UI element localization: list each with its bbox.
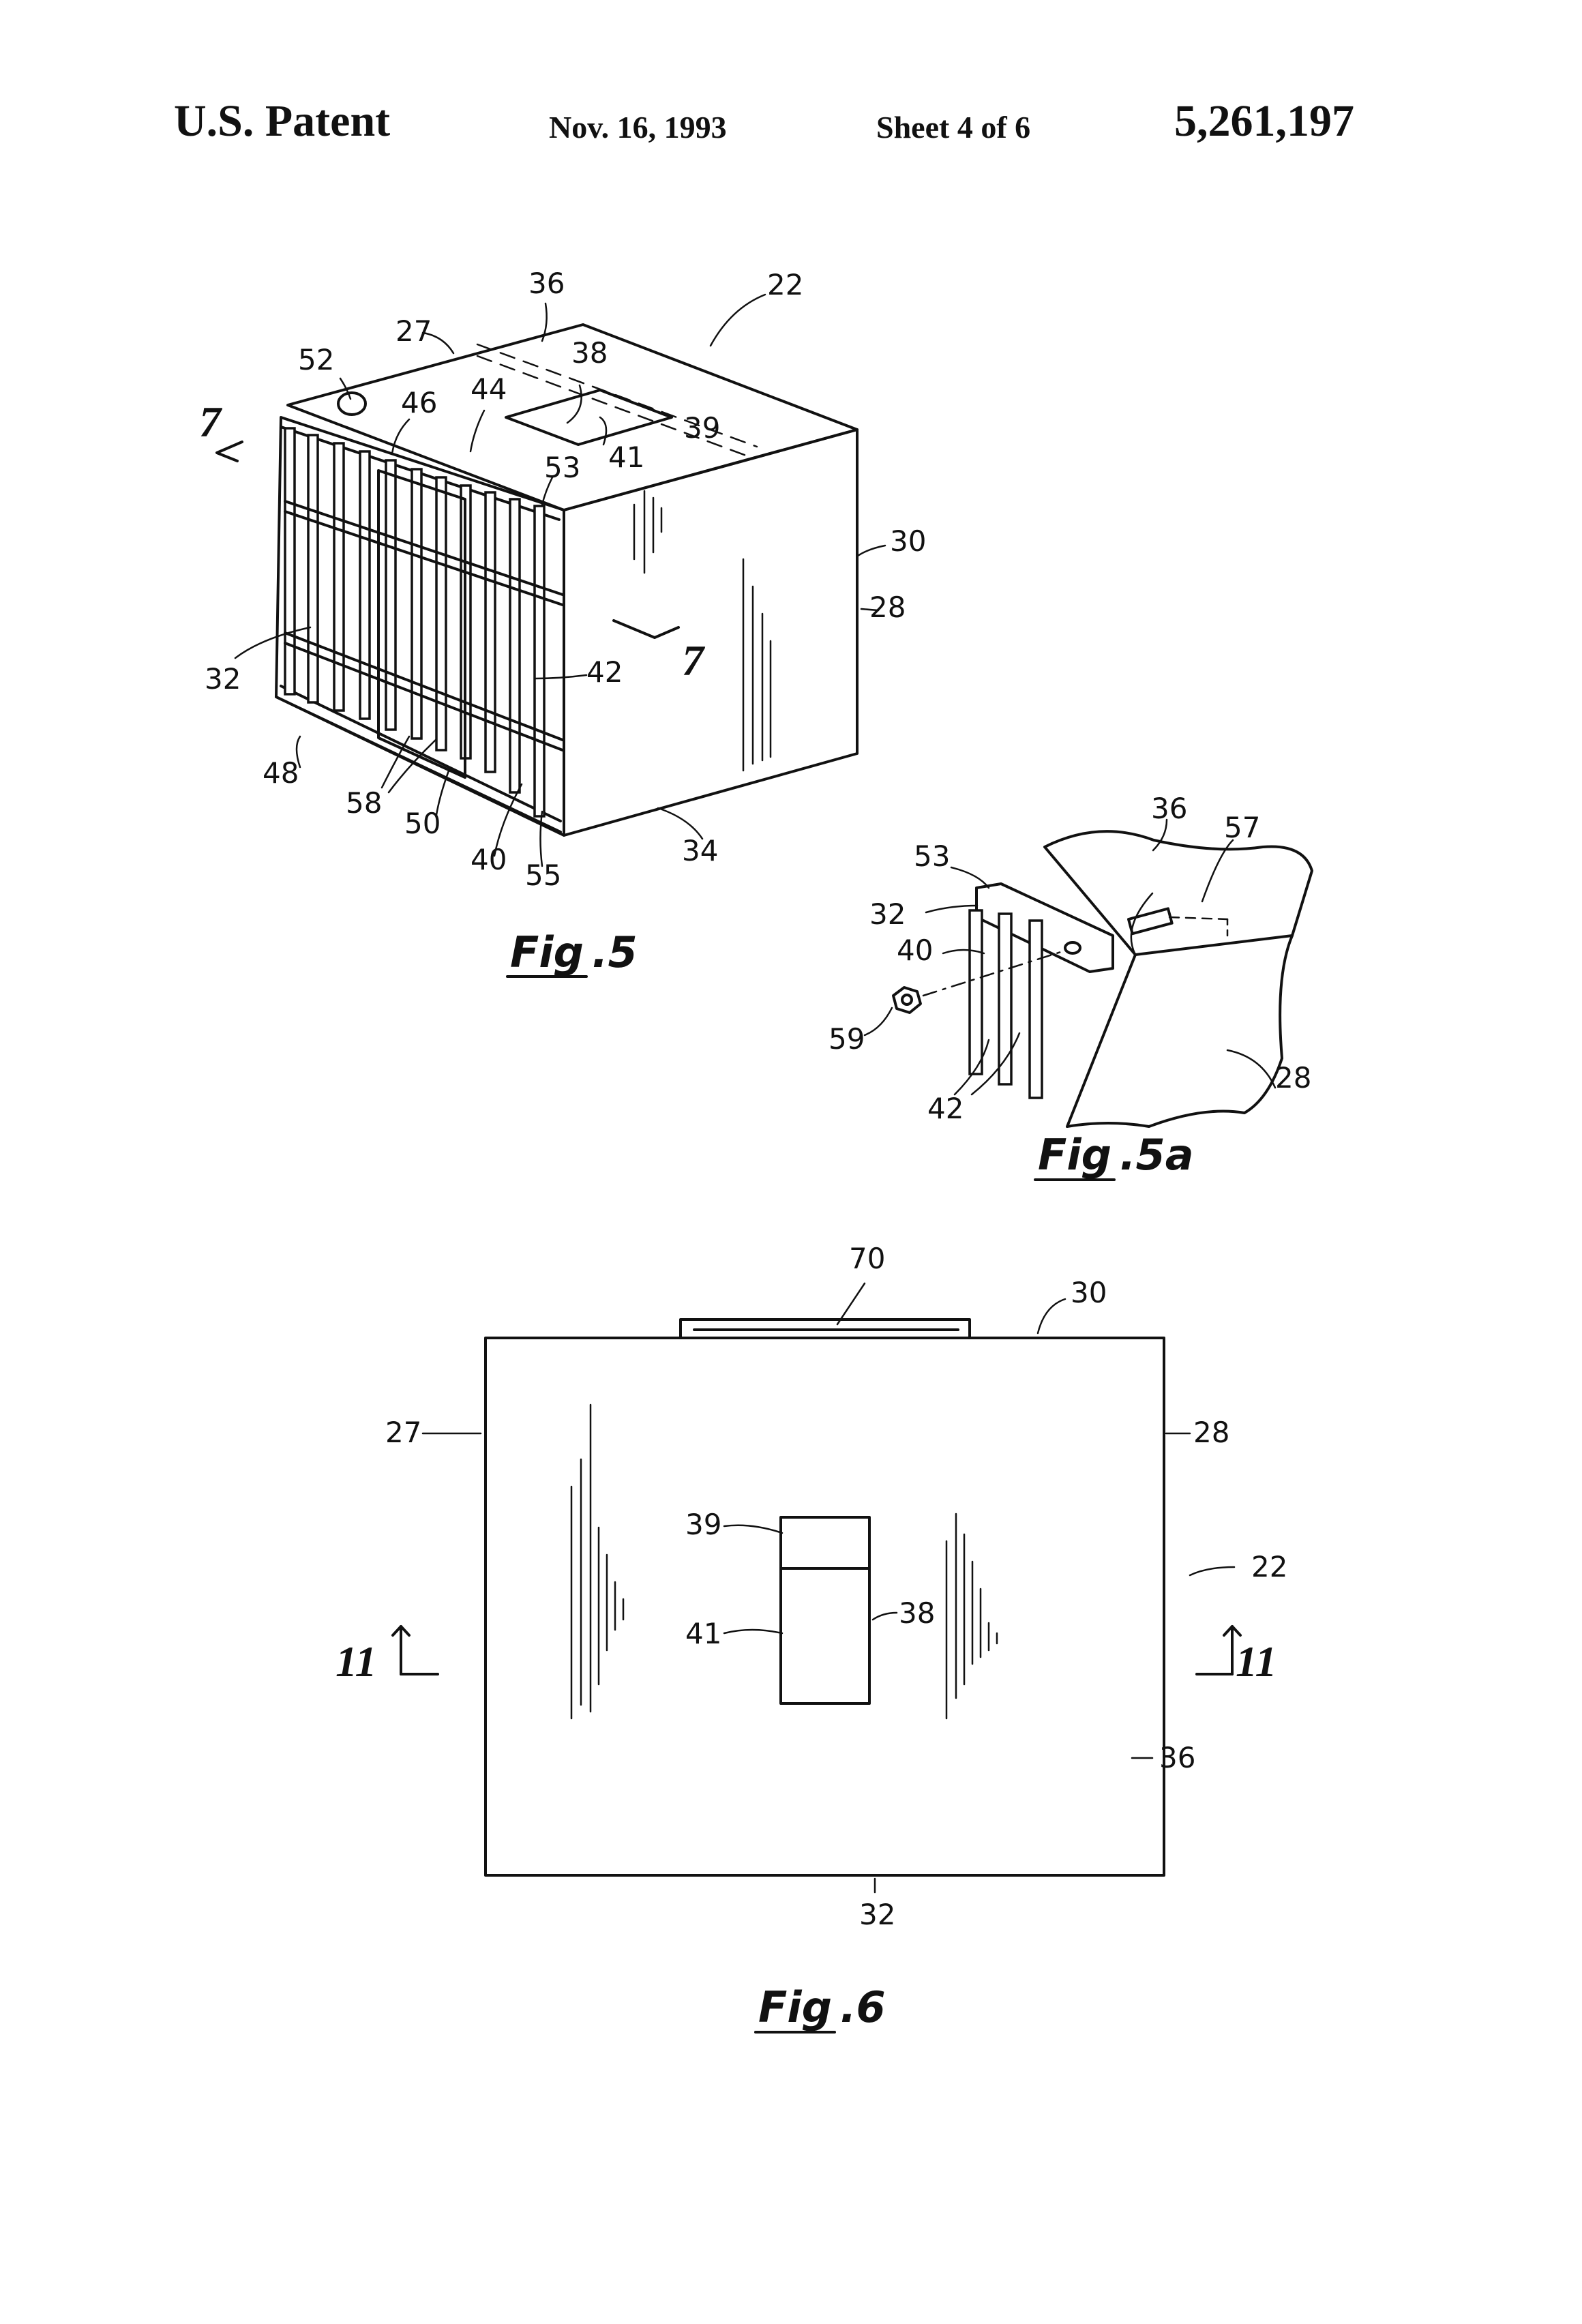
fig6-ref-28: 28 bbox=[1193, 1416, 1229, 1449]
fig5-side-shading bbox=[634, 491, 771, 771]
fig5-section-mark-left: 7 bbox=[199, 398, 223, 446]
fig5-ref-22: 22 bbox=[767, 268, 803, 301]
fig6-ref-39: 39 bbox=[685, 1508, 721, 1541]
fig5-ref-52: 52 bbox=[298, 343, 334, 376]
fig6-ref-36: 36 bbox=[1159, 1741, 1195, 1774]
fig6-drawing bbox=[393, 1283, 1240, 1892]
fig6-section-mark-right: 11 bbox=[1236, 1637, 1277, 1686]
fig5-ref-38: 38 bbox=[571, 336, 608, 370]
fig5-section-mark-right: 7 bbox=[682, 636, 706, 685]
fig6-section-mark-left: 11 bbox=[335, 1637, 376, 1686]
fig5-ref-32: 32 bbox=[205, 662, 241, 696]
fig5-ref-46: 46 bbox=[401, 386, 437, 419]
fig5a-caption-number: .5a bbox=[1120, 1130, 1194, 1180]
fig5a-ref-57: 57 bbox=[1224, 811, 1260, 844]
fig5-ref-30: 30 bbox=[890, 524, 926, 558]
fig6-caption-prefix: Fig bbox=[758, 1982, 832, 2032]
fig5-caption-number: .5 bbox=[592, 927, 638, 977]
fig5-ref-41: 41 bbox=[608, 441, 644, 474]
fig5-drawing bbox=[217, 295, 885, 866]
fig6-ref-38: 38 bbox=[899, 1596, 935, 1630]
fig5a-bar-1 bbox=[970, 910, 982, 1074]
fig5-ref-39: 39 bbox=[684, 411, 720, 445]
fig5-ref-40: 40 bbox=[471, 843, 507, 876]
fig6-ref-27: 27 bbox=[385, 1416, 421, 1449]
fig5-top-opening bbox=[506, 390, 672, 445]
fig6-ref-32: 32 bbox=[859, 1898, 895, 1931]
fig6-ref-70: 70 bbox=[849, 1242, 885, 1275]
fig5-ref-27: 27 bbox=[395, 314, 432, 348]
fig5-ref-53: 53 bbox=[544, 451, 580, 484]
fig5a-ref-32: 32 bbox=[869, 897, 906, 931]
fig5a-nut bbox=[893, 987, 921, 1013]
fig5-ref-48: 48 bbox=[263, 756, 299, 790]
fig6-ref-41: 41 bbox=[685, 1617, 721, 1650]
fig6-shading-left bbox=[571, 1405, 623, 1718]
fig5-ref-44: 44 bbox=[471, 372, 507, 406]
fig5-caption-prefix: Fig bbox=[510, 927, 584, 977]
fig6-shading-right bbox=[946, 1514, 997, 1718]
fig5a-caption-prefix: Fig bbox=[1038, 1130, 1111, 1180]
fig5a-ref-53: 53 bbox=[914, 839, 950, 873]
fig5-crate-side bbox=[564, 430, 857, 835]
fig5a-ref-36: 36 bbox=[1151, 792, 1187, 825]
fig5-ref-50: 50 bbox=[404, 807, 441, 840]
fig5a-bar-3 bbox=[1030, 921, 1042, 1098]
fig5a-ref-59: 59 bbox=[829, 1022, 865, 1056]
fig5a-ref-40: 40 bbox=[897, 934, 933, 967]
fig5a-bracket bbox=[976, 884, 1113, 972]
fig6-ref-22: 22 bbox=[1251, 1550, 1287, 1583]
fig5-ref-55: 55 bbox=[525, 859, 561, 892]
fig5-ref-36: 36 bbox=[528, 267, 565, 300]
fig5-ref-58: 58 bbox=[346, 786, 382, 820]
fig5-ref-42: 42 bbox=[586, 655, 623, 689]
fig6-caption-number: .6 bbox=[840, 1982, 886, 2032]
fig5-ref-28: 28 bbox=[869, 591, 906, 624]
fig6-opening bbox=[781, 1517, 869, 1703]
fig5-ref-34: 34 bbox=[682, 834, 718, 867]
fig5a-ref-42: 42 bbox=[927, 1092, 964, 1125]
fig5a-ref-28: 28 bbox=[1275, 1061, 1311, 1094]
fig6-top-panel bbox=[486, 1338, 1164, 1875]
fig6-ref-30: 30 bbox=[1071, 1276, 1107, 1309]
